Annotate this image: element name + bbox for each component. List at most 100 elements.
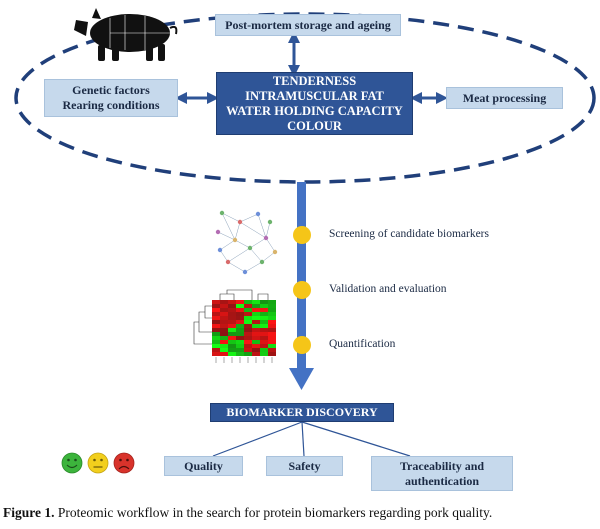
heatmap-cell [252,344,260,348]
heatmap-cell [236,304,244,308]
flow-arrow-head [289,368,314,390]
heatmap-cell [260,320,268,324]
heatmap-cell [252,328,260,332]
biomarker-discovery-label: BIOMARKER DISCOVERY [226,405,378,419]
genetic-factors-box: Genetic factors Rearing conditions [44,79,178,117]
heatmap-cell [228,332,236,336]
heatmap-cell [260,336,268,340]
heatmap-cell [212,332,220,336]
heatmap-cell [244,320,252,324]
heatmap-cell [212,316,220,320]
heatmap-cell [220,308,228,312]
heatmap-cell [228,352,236,356]
heatmap-cell [252,348,260,352]
happy-face-icon [61,452,83,474]
heatmap-cell [260,304,268,308]
heatmap-cell [268,304,276,308]
heatmap-cell [244,348,252,352]
heatmap-cell [228,308,236,312]
step-label-validation: Validation and evaluation [329,283,447,295]
quality-traits-box: TENDERNESS INTRAMUSCULAR FAT WATER HOLDI… [216,72,413,135]
heatmap-cell [268,316,276,320]
heatmap-cell [236,328,244,332]
meat-processing-box: Meat processing [446,87,563,109]
heatmap-cell [252,300,260,304]
heatmap-cell [220,336,228,340]
step-dot-quantification [293,336,311,354]
heatmap-cell [268,352,276,356]
heatmap-cell [268,344,276,348]
biomarker-discovery-box: BIOMARKER DISCOVERY [210,403,394,422]
heatmap-cell [260,308,268,312]
heatmap-cell [252,340,260,344]
flow-arrow-shaft [297,182,306,368]
heatmap-cell [236,344,244,348]
step-dot-validation [293,281,311,299]
heatmap-cell [212,304,220,308]
rearing-conditions-line: Rearing conditions [62,98,160,112]
heatmap-cell [260,312,268,316]
heatmap-cell [220,344,228,348]
heatmap-cell [244,312,252,316]
heatmap-cell [268,324,276,328]
post-mortem-label: Post-mortem storage and ageing [225,17,391,32]
heatmap-cell [236,336,244,340]
step-label-quantification: Quantification [329,338,396,350]
heatmap-cell [252,316,260,320]
heatmap-cell [236,300,244,304]
heatmap-cell [212,336,220,340]
heatmap-cell [268,308,276,312]
heatmap-cell [268,340,276,344]
heatmap-cell [260,340,268,344]
heatmap-cell [244,336,252,340]
step-label-screening: Screening of candidate biomarkers [329,228,489,240]
heatmap-cell [252,308,260,312]
heatmap-cell [228,312,236,316]
heatmap-cell [244,304,252,308]
genetic-factors-line: Genetic factors [72,83,150,97]
heatmap-cell [260,332,268,336]
traceability-line: Traceability and [399,458,485,473]
heatmap-cell [252,312,260,316]
neutral-face-icon [87,452,109,474]
heatmap-cell [268,336,276,340]
heatmap-cell [236,348,244,352]
heatmap-ticks [215,357,273,363]
figure-caption-label: Figure 1. [3,505,55,520]
heatmap-image [193,289,276,363]
heatmap-cell [220,300,228,304]
post-mortem-box: Post-mortem storage and ageing [215,14,401,36]
heatmap-cell [212,328,220,332]
heatmap-cell [260,352,268,356]
heatmap-cell [220,320,228,324]
heatmap-cell [252,320,260,324]
heatmap-cell [236,340,244,344]
heatmap-cell [268,312,276,316]
safety-label: Safety [288,458,321,473]
heatmap-cell [244,300,252,304]
heatmap-cell [212,352,220,356]
heatmap-cell [236,320,244,324]
heatmap-cell [220,340,228,344]
heatmap-cell [212,320,220,324]
heatmap-cell [212,300,220,304]
heatmap-cell [220,328,228,332]
heatmap-cell [268,320,276,324]
protein-network-image [215,210,278,275]
heatmap-cell [220,348,228,352]
heatmap-cell [212,344,220,348]
heatmap-dendrogram-top [219,289,269,300]
heatmap-cell [260,324,268,328]
heatmap-cell [220,332,228,336]
figure-caption: Figure 1. Proteomic workflow in the sear… [3,505,492,521]
heatmap-cell [244,344,252,348]
heatmap-cell [228,340,236,344]
heatmap-cell [252,352,260,356]
heatmap-cell [268,300,276,304]
trait-tenderness: TENDERNESS [272,73,357,88]
heatmap-cell [236,316,244,320]
heatmap-cell [228,324,236,328]
trait-water-holding: WATER HOLDING CAPACITY [226,103,403,118]
heatmap-cell [244,340,252,344]
